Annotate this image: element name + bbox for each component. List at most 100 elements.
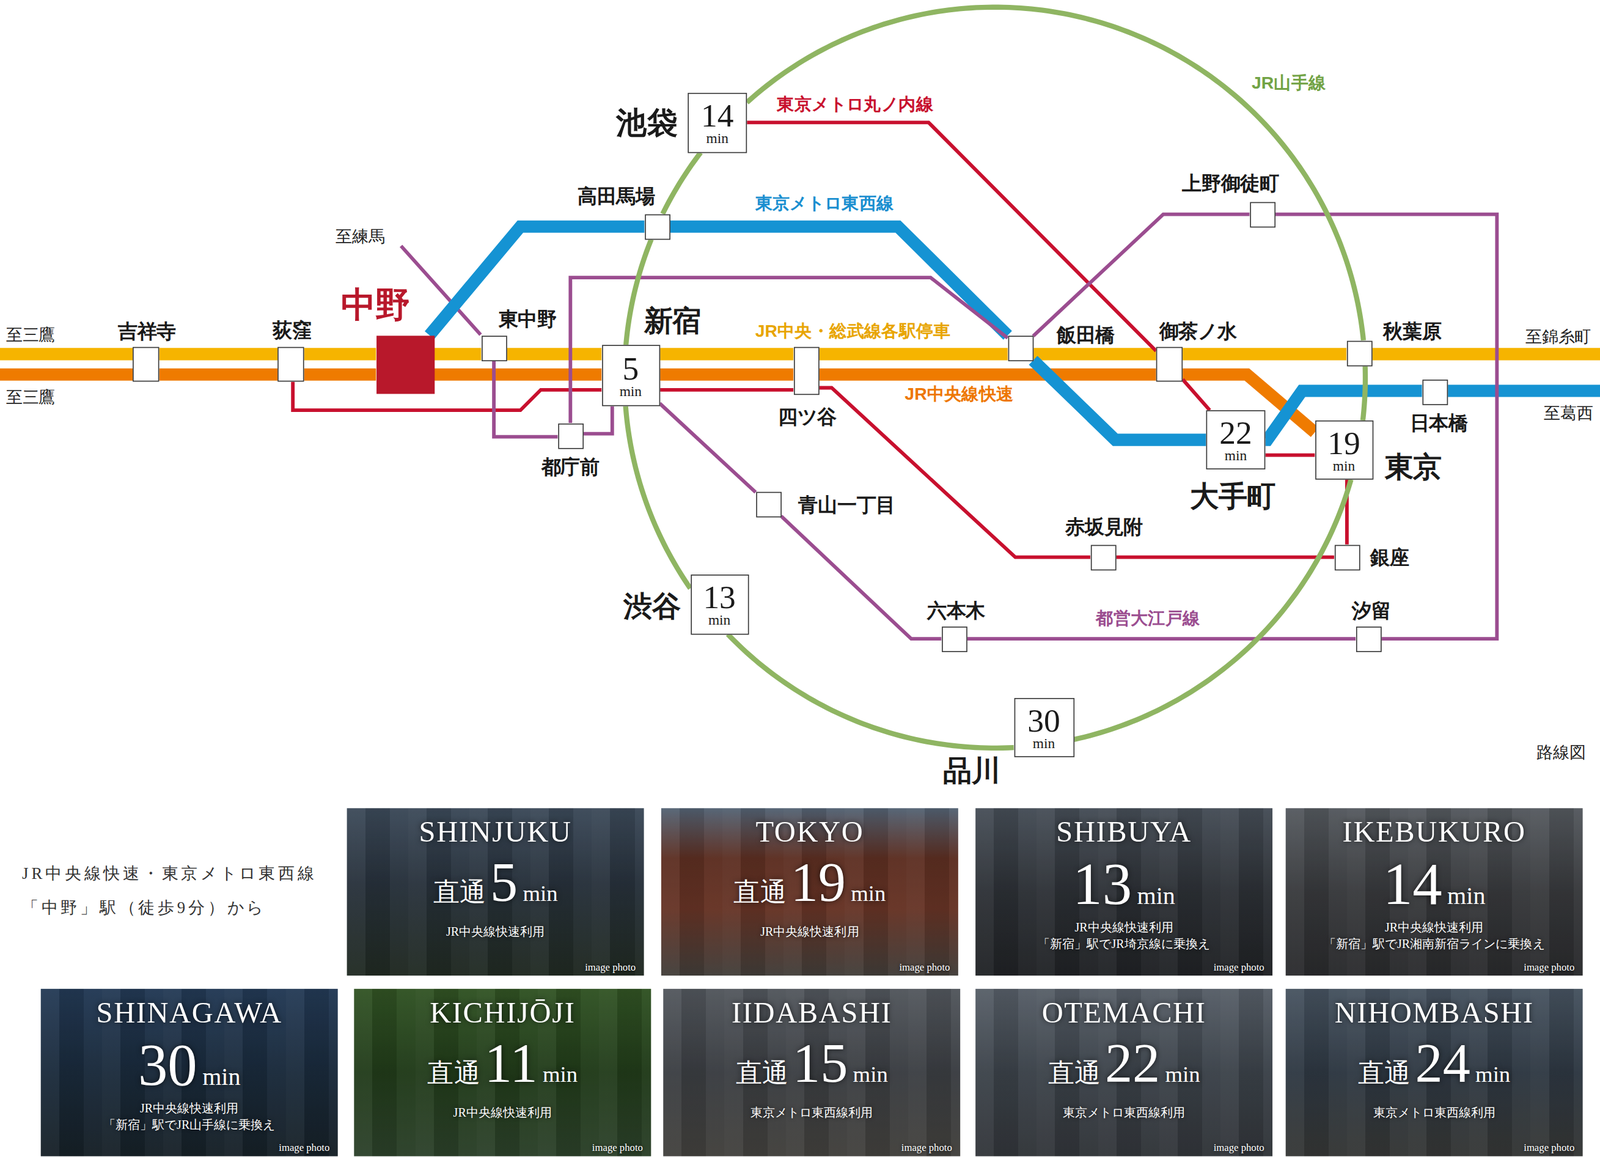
direction-label: 至練馬: [335, 226, 385, 247]
station-box: 都庁前: [557, 422, 584, 449]
card-minutes: 22: [1104, 1035, 1160, 1091]
card-unit: min: [202, 1064, 241, 1089]
photo-credit: image photo: [278, 1141, 330, 1153]
rail-line: [292, 381, 602, 411]
station-box: 青山一丁目: [755, 491, 782, 518]
station-box: 高田馬場: [644, 213, 670, 240]
rail-line: [1362, 366, 1366, 421]
card-note: JR中央線快速利用 「新宿」駅でJR湘南新宿ラインに乗換え: [1285, 920, 1583, 953]
card-note: JR中央線快速利用: [661, 924, 959, 941]
destination-card: TOKYO 直通19minJR中央線快速利用 image photo: [661, 807, 959, 976]
travel-minutes: 14: [700, 99, 734, 132]
rail-line: [1115, 555, 1335, 560]
time-row: 直通19min: [661, 855, 959, 911]
line-name: 東京メトロ丸ノ内線: [776, 94, 933, 116]
card-title: SHINAGAWA: [40, 996, 338, 1030]
photo-credit: image photo: [901, 1141, 953, 1153]
time-row: 30min: [40, 1035, 338, 1096]
rail-stub: [1447, 384, 1600, 397]
station-name: 品川: [943, 754, 1001, 788]
photo-credit: image photo: [899, 961, 950, 973]
card-unit: min: [1475, 1063, 1511, 1087]
rail-line: [583, 406, 613, 434]
rail-line: [1033, 347, 1157, 360]
card-title: SHINJUKU: [347, 816, 645, 849]
station-name: 高田馬場: [577, 185, 656, 208]
time-box: 大手町22min: [1206, 410, 1266, 470]
rail-line: [727, 634, 1014, 749]
rail-stub: [0, 368, 134, 381]
direction-label: 至錦糸町: [1525, 326, 1591, 347]
card-note: JR中央線快速利用: [347, 924, 645, 941]
card-unit: min: [1165, 1063, 1201, 1087]
destination-card: IIDABASHI直通15min東京メトロ東西線利用image photo: [663, 988, 961, 1157]
station-name: 中野: [341, 285, 411, 326]
destination-card: IKEBUKURO14minJR中央線快速利用 「新宿」駅でJR湘南新宿ラインに…: [1285, 807, 1583, 976]
station-name: 東中野: [498, 308, 557, 331]
time-row: 直通22min: [975, 1035, 1273, 1091]
rail-line: [662, 152, 701, 214]
card-note: 東京メトロ東西線利用: [975, 1104, 1273, 1121]
rail-line: [818, 387, 1091, 557]
rail-line: [625, 406, 691, 589]
card-unit: min: [542, 1063, 578, 1087]
photo-credit: image photo: [592, 1141, 643, 1153]
card-title: TOKYO: [661, 816, 959, 849]
photo-credit: image photo: [1523, 1141, 1575, 1153]
station-box: 赤坂見附: [1090, 544, 1116, 571]
rail-line: [304, 368, 377, 381]
card-minutes: 30: [138, 1035, 198, 1096]
rail-line: [818, 368, 1157, 381]
station-box: 荻窪: [277, 347, 304, 382]
station-name: 御茶ノ水: [1159, 320, 1237, 343]
destination-card: NIHOMBASHI直通24min東京メトロ東西線利用image photo: [1285, 988, 1583, 1157]
station-box: 汐留: [1355, 625, 1382, 652]
rail-line: [1265, 453, 1315, 458]
destination-card: OTEMACHI直通22min東京メトロ東西線利用image photo: [975, 988, 1273, 1157]
rail-line: [429, 226, 645, 336]
time-row: 直通5min: [347, 855, 645, 911]
card-note: JR中央線快速利用 「新宿」駅でJR山手線に乗換え: [40, 1101, 338, 1134]
travel-minutes: 22: [1219, 416, 1252, 449]
station-box: 六本木: [941, 625, 967, 652]
minutes-unit: min: [1032, 736, 1055, 751]
station-box: 飯田橋: [1007, 334, 1034, 361]
station-name: 汐留: [1351, 600, 1391, 623]
time-box: 東京19min: [1314, 420, 1373, 480]
station-name: 池袋: [616, 105, 678, 142]
station-box: 東中野: [480, 334, 507, 361]
station-box: 銀座: [1334, 544, 1360, 571]
rail-line: [669, 226, 1008, 336]
card-title: NIHOMBASHI: [1285, 996, 1583, 1030]
station-box: 四ツ谷: [793, 346, 819, 395]
time-row: 直通15min: [663, 1035, 961, 1091]
rail-line: [659, 403, 756, 492]
rail-line: [304, 347, 377, 360]
direct-label: 直通: [735, 1060, 789, 1087]
card-unit: min: [1447, 883, 1486, 909]
station-name: 新宿: [644, 304, 702, 338]
station-name: 東京: [1384, 451, 1443, 485]
station-box: 秋葉原: [1346, 340, 1373, 367]
station-name: 銀座: [1370, 546, 1409, 569]
photo-credit: image photo: [1213, 961, 1265, 973]
line-name: JR中央線快速: [904, 384, 1014, 406]
rail-line: [659, 347, 794, 360]
line-name: 東京メトロ東西線: [755, 193, 895, 215]
station-box: 日本橋: [1422, 378, 1448, 405]
card-unit: min: [850, 882, 886, 906]
rail-line: [493, 360, 558, 437]
station-name: 吉祥寺: [117, 320, 177, 343]
direction-label: 至三鷹: [6, 325, 56, 345]
home-station-box: 中野: [375, 334, 434, 393]
card-minutes: 19: [790, 855, 846, 911]
rail-line: [659, 388, 794, 392]
minutes-unit: min: [1224, 449, 1247, 464]
rail-line: [746, 122, 1157, 351]
line-name: 都営大江戸線: [1095, 608, 1200, 630]
rail-line: [1033, 214, 1250, 337]
time-row: 直通24min: [1285, 1035, 1583, 1091]
